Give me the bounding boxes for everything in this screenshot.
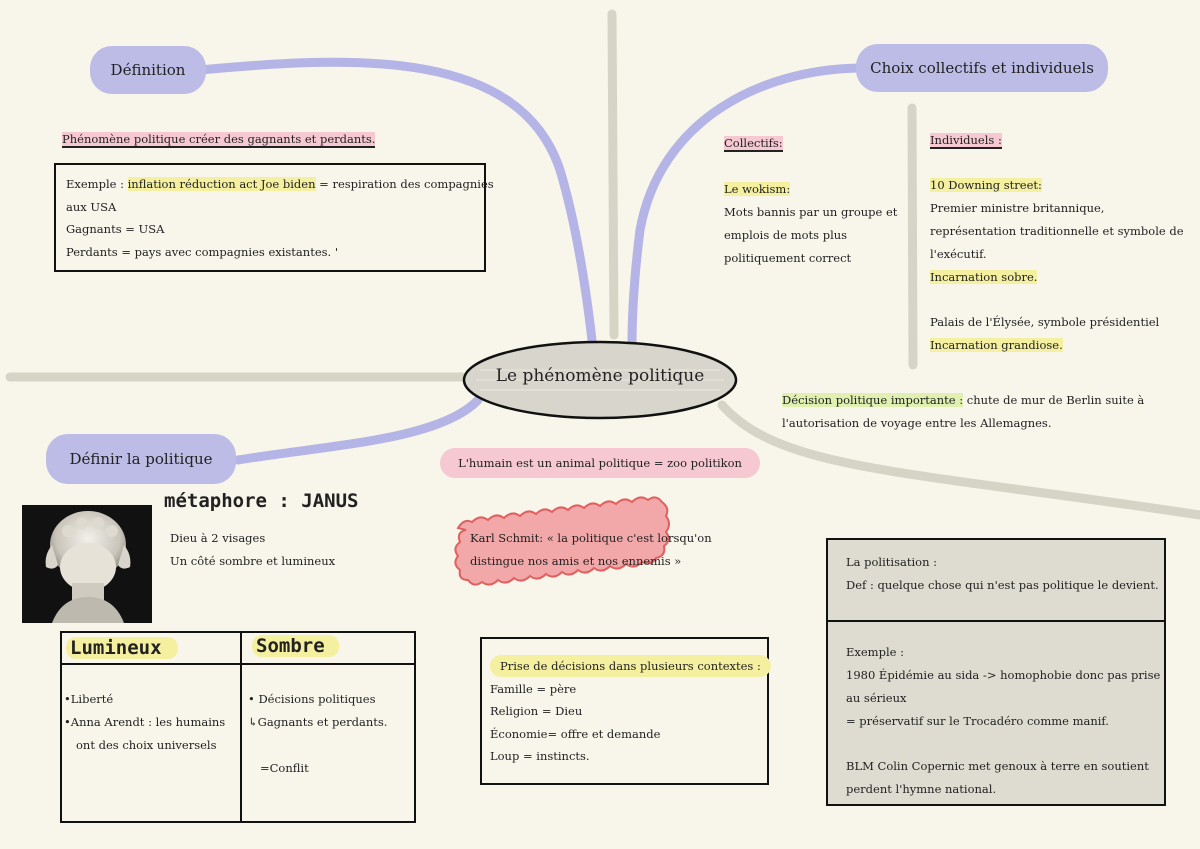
wokism-title: Le wokism: — [724, 182, 791, 196]
downing-title: 10 Downing street: — [930, 178, 1042, 192]
sombre-header: Sombre — [252, 635, 339, 657]
politisation-box: La politisation : Def : quelque chose qu… — [826, 538, 1166, 806]
sombre-item: • Décisions politiques — [248, 692, 376, 706]
grey-branch-right-lower — [717, 400, 1200, 520]
elysee-text: Palais de l'Élysée, symbole présidentiel — [930, 315, 1160, 329]
individuels-heading: Individuels : — [930, 133, 1002, 149]
purple-branch-definition — [195, 57, 597, 345]
grey-branch-top — [607, 9, 619, 340]
example-line: Exemple : inflation réduction act Joe bi… — [66, 177, 494, 191]
prise-title: Prise de décisions dans plusieurs contex… — [490, 655, 771, 678]
choix-label: Choix collectifs et individuels — [870, 59, 1094, 77]
grandiose-text: Incarnation grandiose. — [930, 338, 1063, 352]
sombre-item: ↳Gagnants et perdants. — [248, 715, 388, 729]
prise-decisions-box: Prise de décisions dans plusieurs contex… — [480, 637, 771, 785]
janus-line: Dieu à 2 visages — [170, 531, 266, 545]
lumineux-item: •Liberté — [64, 692, 114, 706]
sobre-text: Incarnation sobre. — [930, 270, 1038, 284]
schmit-wavy-bubble — [454, 496, 670, 586]
definition-label: Définition — [110, 61, 186, 79]
definir-label: Définir la politique — [69, 450, 213, 468]
lumineux-header: Lumineux — [66, 637, 178, 659]
politisation-line: Exemple : — [846, 645, 904, 659]
prise-line: Loup = instincts. — [490, 749, 590, 763]
politisation-line: 1980 Épidémie au sida -> homophobie donc… — [846, 668, 1161, 682]
decision-line-1: Décision politique importante : chute de… — [782, 393, 1145, 407]
collectifs-line: emplois de mots plus — [724, 228, 848, 242]
prise-line: Famille = père — [490, 681, 577, 696]
janus-bust-image — [22, 505, 152, 623]
collectifs-line: politiquement correct — [724, 251, 852, 265]
individuels-line: représentation traditionnelle et symbole… — [930, 224, 1184, 238]
decision-line-2: l'autorisation de voyage entre les Allem… — [782, 416, 1052, 430]
lumineux-sombre-table: Lumineux Sombre •Liberté •Anna Arendt : … — [60, 631, 416, 823]
politisation-line: au sérieux — [846, 691, 907, 705]
politisation-line: = préservatif sur le Trocadéro comme man… — [846, 714, 1109, 728]
grey-branch-right-upper — [907, 103, 918, 370]
individuels-line: l'exécutif. — [930, 247, 987, 261]
purple-branch-definir — [233, 395, 483, 465]
purple-branch-choix — [627, 63, 863, 350]
choix-node[interactable]: Choix collectifs et individuels — [856, 44, 1108, 92]
example-line: Perdants = pays avec compagnies existant… — [66, 244, 338, 259]
definition-example-box: Exemple : inflation réduction act Joe bi… — [54, 163, 494, 272]
collectifs-heading: Collectifs: — [724, 136, 783, 152]
janus-line: Un côté sombre et lumineux — [170, 554, 336, 568]
collectifs-line: Mots bannis par un groupe et — [724, 205, 898, 219]
schmit-line: Karl Schmit: « la politique c'est lorsqu… — [470, 531, 712, 545]
schmit-line: distingue nos amis et nos ennemis » — [470, 554, 682, 568]
sombre-item: =Conflit — [260, 761, 309, 775]
center-title: Le phénomène politique — [495, 366, 705, 386]
definir-node[interactable]: Définir la politique — [46, 434, 236, 484]
definition-node[interactable]: Définition — [90, 46, 206, 94]
definition-subtitle: Phénomène politique créer des gagnants e… — [62, 132, 376, 148]
politisation-line: Def : quelque chose qui n'est pas politi… — [846, 578, 1159, 592]
politisation-line: BLM Colin Copernic met genoux à terre en… — [846, 759, 1149, 773]
politisation-line: perdent l'hymne national. — [846, 782, 997, 796]
janus-metaphore: métaphore : JANUS — [164, 490, 359, 512]
lumineux-item: •Anna Arendt : les humains — [64, 715, 226, 729]
prise-line: Religion = Dieu — [490, 704, 583, 718]
example-line: Gagnants = USA — [66, 222, 165, 236]
individuels-line: Premier ministre britannique, — [930, 201, 1105, 215]
humain-pill: L'humain est un animal politique = zoo p… — [440, 448, 760, 478]
example-line: aux USA — [66, 199, 117, 214]
lumineux-item: ont des choix universels — [76, 738, 217, 752]
politisation-line: La politisation : — [846, 555, 938, 569]
prise-line: Économie= offre et demande — [490, 726, 661, 741]
